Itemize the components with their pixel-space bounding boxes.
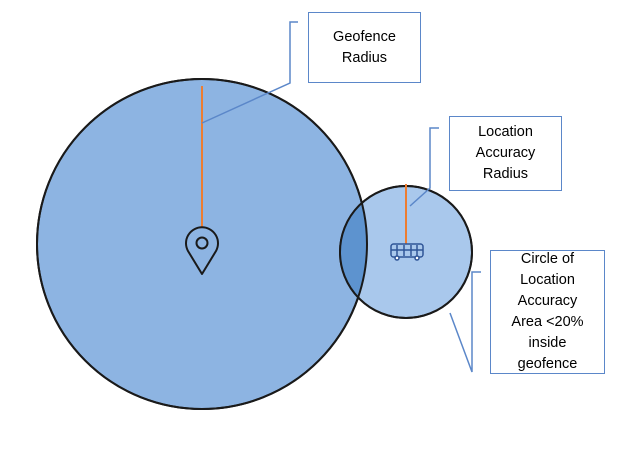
bus-icon (390, 243, 424, 261)
callout-line: Radius (341, 49, 388, 66)
callout-line: Accuracy (517, 293, 578, 309)
accuracy-area-callout: Circle of Location Accuracy Area <20% in… (490, 250, 605, 374)
map-pin-icon (185, 226, 219, 275)
callout-line: Location (478, 124, 533, 140)
callout-line: Radius (482, 166, 529, 182)
callout-line: geofence (517, 356, 578, 372)
location-accuracy-radius-callout: Location Accuracy Radius (449, 116, 562, 191)
geofence-radius-callout: Geofence Radius (308, 12, 421, 83)
callout-line: Geofence (333, 28, 396, 45)
accuracy-area-leader (449, 271, 481, 373)
accuracy-radius-leader (409, 127, 439, 207)
callout-line: Accuracy (475, 145, 536, 161)
callout-line: Circle of (520, 251, 575, 267)
geofence-radius-leader (201, 21, 298, 124)
callout-line: Location (520, 272, 575, 288)
callout-line: inside (528, 335, 567, 351)
callout-line: Area <20% (511, 314, 584, 330)
